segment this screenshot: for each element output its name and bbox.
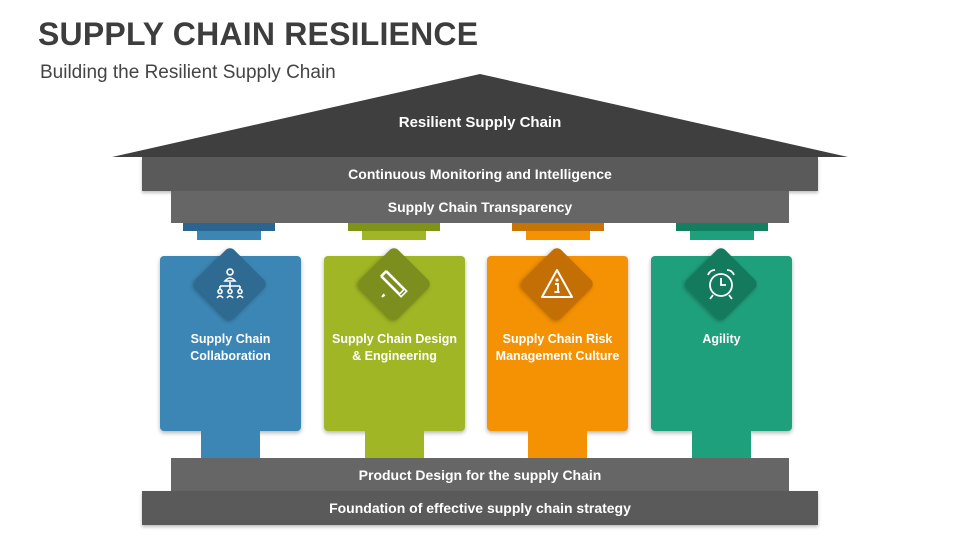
- pillar-label: Supply Chain Risk Management Culture: [495, 332, 620, 363]
- hierarchy-icon: [216, 268, 244, 299]
- pillar-neck: [362, 231, 426, 240]
- pillar-label: Supply Chain Collaboration: [190, 332, 271, 363]
- pillar-neck: [526, 231, 590, 240]
- roof-label: Resilient Supply Chain: [398, 114, 562, 131]
- pillar-diamond: [191, 245, 269, 323]
- pillar-diamond: [682, 245, 760, 323]
- pillar-shaft: [201, 431, 260, 458]
- top-bar-transparency: Supply Chain Transparency: [171, 191, 789, 223]
- page-subtitle: Building the Resilient Supply Chain: [40, 62, 336, 83]
- pillar-capital: [512, 223, 604, 231]
- pillar-neck: [197, 231, 261, 240]
- pillar-label: Agility: [702, 332, 741, 346]
- pillar-capital: [183, 223, 275, 231]
- pillar-diamond: [355, 245, 433, 323]
- pillar-diamond: [518, 245, 596, 323]
- pillar-label: Supply Chain Design & Engineering: [331, 332, 457, 363]
- pillar-capital: [676, 223, 768, 231]
- ruler-pencil-icon: [380, 270, 408, 298]
- bottom-bar-product-design: Product Design for the supply Chain: [171, 458, 789, 491]
- pillar-capital: [348, 223, 440, 231]
- pillar-shaft: [692, 431, 751, 458]
- bottom-bar-foundation: Foundation of effective supply chain str…: [142, 491, 818, 525]
- top-bar-monitoring: Continuous Monitoring and Intelligence: [142, 157, 818, 191]
- page-title: SUPPLY CHAIN RESILIENCE: [38, 16, 479, 52]
- pillar-neck: [690, 231, 754, 240]
- alarm-clock-icon: [707, 269, 735, 300]
- pillar-shaft: [365, 431, 424, 458]
- warning-info-icon: [541, 269, 573, 298]
- pillar-shaft: [528, 431, 587, 458]
